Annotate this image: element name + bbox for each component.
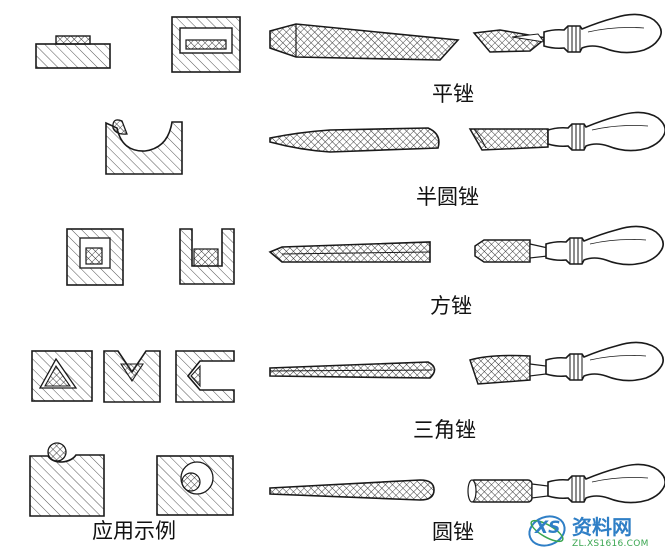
half-round-file-blade <box>269 127 440 153</box>
round-file-blade <box>269 479 435 501</box>
triangular-file-label: 三角锉 <box>413 418 476 442</box>
square-file-with-handle <box>474 225 665 266</box>
round-file-example-2 <box>156 455 234 516</box>
half-round-file-with-handle <box>468 111 665 152</box>
watermark-site-name: 资料网 <box>572 515 632 539</box>
triangular-file-with-handle <box>469 341 665 385</box>
square-file-example-2 <box>179 228 235 285</box>
flat-file-with-handle <box>472 13 663 54</box>
watermark-logo-text: XS <box>535 518 561 538</box>
flat-file-label: 平锉 <box>432 82 474 106</box>
round-file-example-1 <box>29 442 105 517</box>
half-round-file-example <box>105 119 183 175</box>
application-examples-label: 应用示例 <box>92 519 176 543</box>
watermark-logo-icon <box>528 515 566 547</box>
triangular-file-blade <box>269 361 436 379</box>
round-file-with-handle <box>467 463 665 504</box>
square-file-label: 方锉 <box>430 294 472 318</box>
square-file-example-1 <box>66 228 124 286</box>
round-file-label: 圆锉 <box>432 520 474 544</box>
watermark-url: ZL.XS1616.COM <box>572 539 649 549</box>
triangular-file-example-1 <box>31 350 93 402</box>
flat-file-example-2 <box>171 16 241 73</box>
triangular-file-example-2 <box>103 350 161 403</box>
flat-file-example-1 <box>35 35 111 69</box>
triangular-file-example-3 <box>175 350 235 403</box>
square-file-blade <box>268 241 431 263</box>
half-round-file-label: 半圆锉 <box>416 185 479 209</box>
flat-file-blade <box>269 23 460 61</box>
